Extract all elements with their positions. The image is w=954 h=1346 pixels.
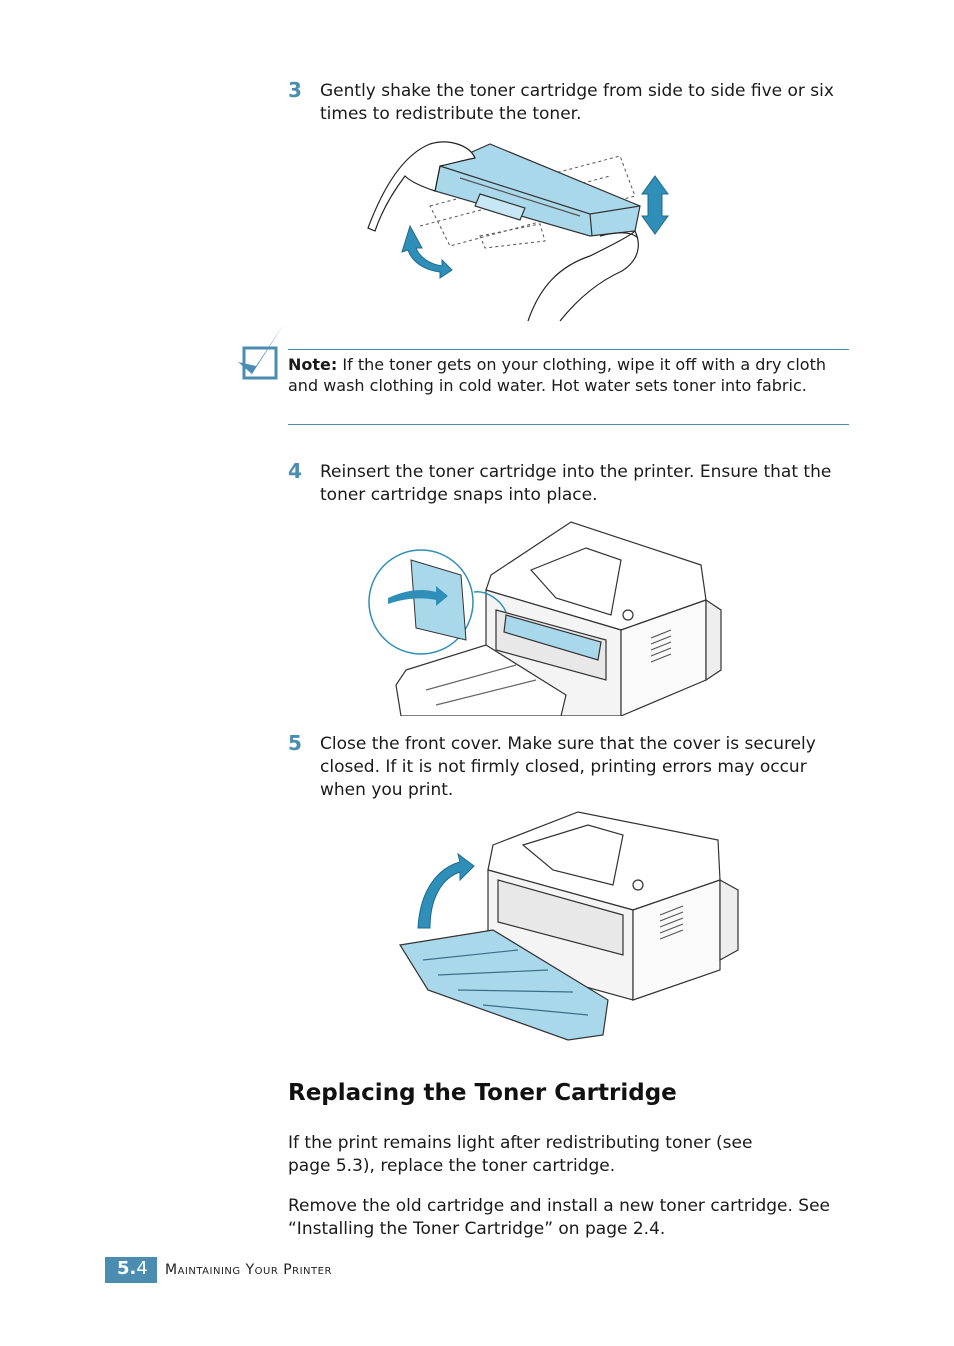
checkmark-icon bbox=[238, 324, 284, 380]
footer-chapter-title: Maintaining Your Printer bbox=[165, 1262, 332, 1278]
note-bottom-rule bbox=[288, 424, 849, 425]
step-4-text: Reinsert the toner cartridge into the pr… bbox=[320, 462, 832, 505]
note-label: Note: bbox=[288, 355, 338, 374]
step-5-number: 5 bbox=[288, 731, 302, 755]
step-3-number: 3 bbox=[288, 78, 302, 102]
step-5-text: Close the front cover. Make sure that th… bbox=[320, 734, 816, 800]
section-heading: Replacing the Toner Cartridge bbox=[288, 1080, 677, 1106]
note-top-rule bbox=[288, 349, 849, 350]
section-paragraph-1: If the print remains light after redistr… bbox=[288, 1133, 753, 1176]
section-paragraph-2: Remove the old cartridge and install a n… bbox=[288, 1196, 831, 1239]
close-cover-illustration bbox=[399, 811, 739, 1041]
footer-page-badge bbox=[105, 1257, 157, 1283]
footer-page-number: 5.4 bbox=[117, 1258, 148, 1279]
step-4-number: 4 bbox=[288, 459, 302, 483]
footer-page: 4 bbox=[136, 1258, 148, 1279]
step-3-text: Gently shake the toner cartridge from si… bbox=[320, 81, 834, 124]
note-text: Note: If the toner gets on your clothing… bbox=[288, 355, 833, 396]
shake-cartridge-illustration bbox=[367, 141, 669, 322]
note-body: If the toner gets on your clothing, wipe… bbox=[288, 355, 826, 395]
footer-chapter: 5. bbox=[117, 1258, 137, 1279]
reinsert-cartridge-illustration bbox=[368, 521, 722, 716]
